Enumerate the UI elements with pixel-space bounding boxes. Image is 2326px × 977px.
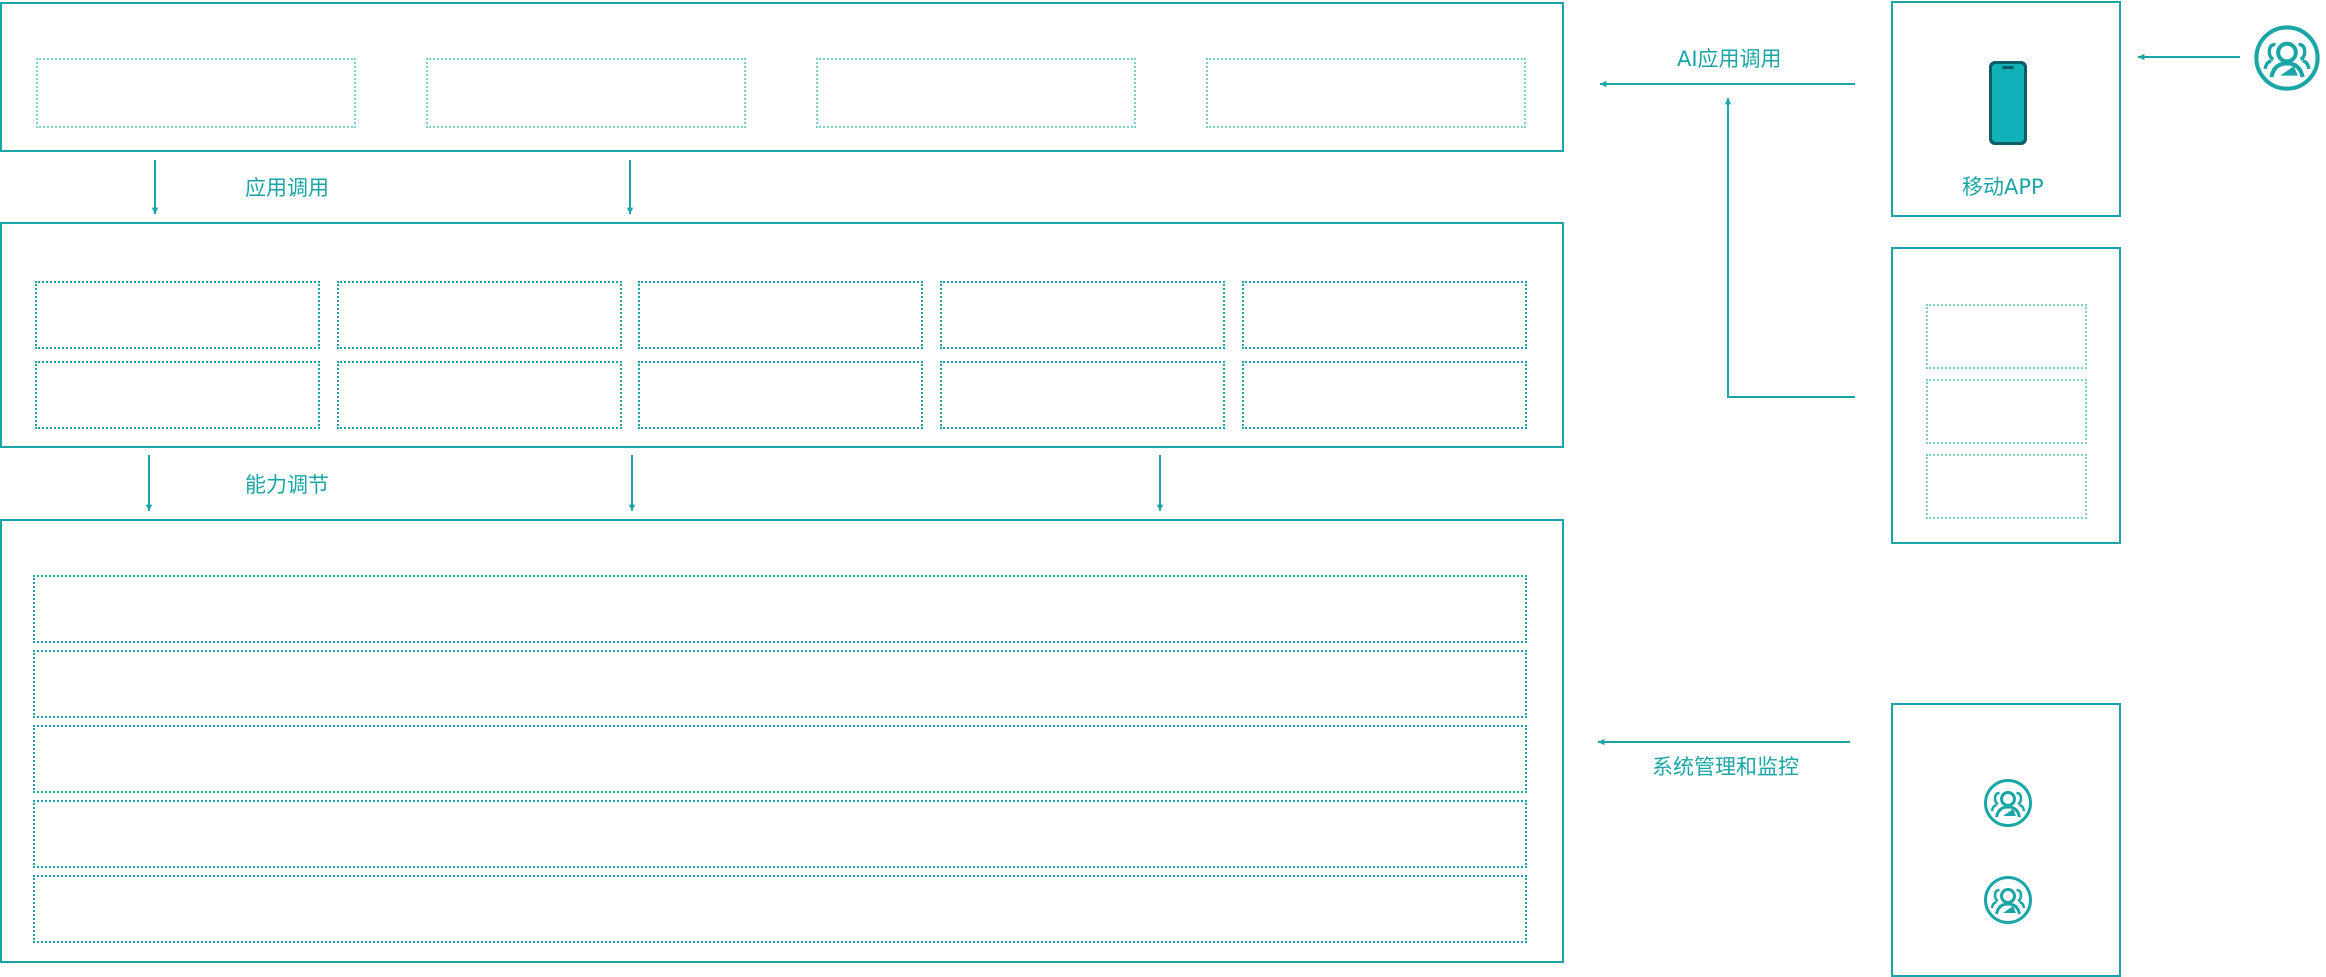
bottom-layer-row-4 xyxy=(33,800,1527,868)
admin-user-group-icon-2 xyxy=(1984,876,2032,924)
label-capability-adjust: 能力调节 xyxy=(245,473,329,497)
middle-layer-slot-2-2 xyxy=(337,361,622,429)
right-service-slot-2 xyxy=(1926,379,2087,444)
smartphone-icon xyxy=(1989,61,2027,145)
middle-layer-slot-2-5 xyxy=(1242,361,1527,429)
middle-layer-slot-1-1 xyxy=(35,281,320,349)
label-system-management: 系统管理和监控 xyxy=(1652,755,1799,779)
bottom-layer-row-2 xyxy=(33,650,1527,718)
middle-layer-slot-1-4 xyxy=(940,281,1225,349)
bottom-layer-row-1 xyxy=(33,575,1527,643)
middle-layer-slot-1-5 xyxy=(1242,281,1527,349)
right-service-slot-3 xyxy=(1926,454,2087,519)
top-layer-slot-4 xyxy=(1206,58,1526,128)
top-layer-slot-2 xyxy=(426,58,746,128)
arrow-service-up xyxy=(1724,98,1855,398)
middle-layer-slot-2-1 xyxy=(35,361,320,429)
middle-layer-slot-1-3 xyxy=(638,281,923,349)
middle-layer-slot-2-3 xyxy=(638,361,923,429)
top-layer-slot-1 xyxy=(36,58,356,128)
admin-user-group-icon-1 xyxy=(1984,779,2032,827)
bottom-layer-row-3 xyxy=(33,725,1527,793)
user-group-icon xyxy=(2256,27,2317,88)
label-mobile-app: 移动APP xyxy=(1962,175,2044,199)
bottom-layer-row-5 xyxy=(33,875,1527,943)
label-ai-app-call: AI应用调用 xyxy=(1677,47,1782,71)
top-layer-slot-3 xyxy=(816,58,1136,128)
label-app-call: 应用调用 xyxy=(245,176,329,200)
middle-layer-slot-1-2 xyxy=(337,281,622,349)
middle-layer-slot-2-4 xyxy=(940,361,1225,429)
right-service-slot-1 xyxy=(1926,304,2087,369)
admin-box xyxy=(1891,703,2121,977)
